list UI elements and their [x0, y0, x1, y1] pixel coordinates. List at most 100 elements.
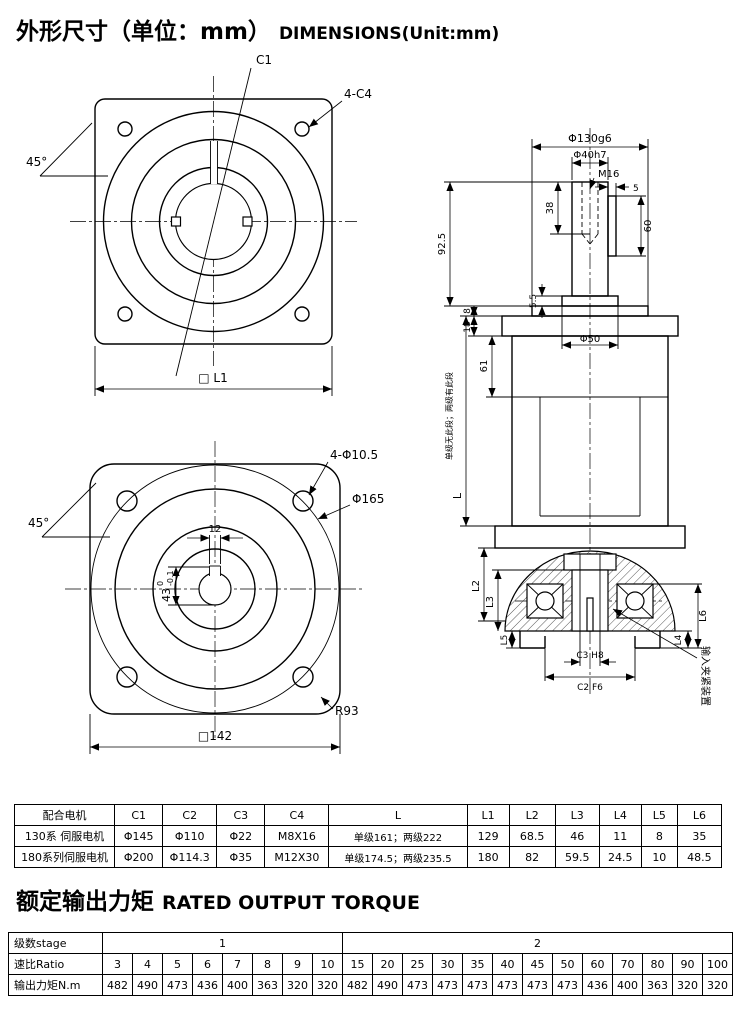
- front-view-output-flange: C1 4-C4 45° □ L1: [26, 53, 372, 396]
- dim-label-d40h7: Φ40h7: [573, 150, 606, 161]
- dim-value-cell: Φ114.3: [162, 846, 218, 868]
- dim-value-cell: 82: [508, 846, 556, 868]
- dim-col-header: C3: [216, 804, 266, 826]
- torque-cell: 363: [642, 974, 673, 996]
- ratio-cell: 10: [312, 953, 343, 975]
- flange-boss-circle: [102, 110, 325, 333]
- spigot-circle: [152, 526, 278, 652]
- dim-value-cell: 48.5: [676, 846, 723, 868]
- dim-col-header: L3: [554, 804, 600, 826]
- dim-label-m16: M16: [598, 169, 619, 180]
- dim-label-43-upper: 0: [156, 581, 165, 586]
- dim-value-cell: 59.5: [554, 846, 600, 868]
- ratio-cell: 6: [192, 953, 223, 975]
- dim-value-cell: 10: [640, 846, 678, 868]
- torque-cell: 320: [672, 974, 703, 996]
- stage-cell: 1: [102, 932, 343, 954]
- dim-label-12: 12: [209, 524, 222, 535]
- dimension-lines: [444, 139, 702, 681]
- torque-cell: 400: [222, 974, 253, 996]
- torque-cell: 490: [132, 974, 163, 996]
- torque-cell: 473: [462, 974, 493, 996]
- ratio-row-label: 速比Ratio: [8, 953, 103, 975]
- dim-label-d130g6: Φ130g6: [568, 132, 612, 145]
- dim-label-l: L: [451, 492, 464, 499]
- dim-label-43-tol: 43 0 -0.1: [156, 570, 175, 602]
- dim-label-92-5: 92.5: [437, 233, 448, 255]
- dim-value-cell: 单级161；两级222: [328, 825, 468, 847]
- ratio-cell: 20: [372, 953, 403, 975]
- dimension-lines: [39, 67, 343, 396]
- torque-cell: 400: [612, 974, 643, 996]
- ratio-cell: 60: [582, 953, 613, 975]
- dim-col-header: C1: [114, 804, 164, 826]
- ratio-cell: 4: [132, 953, 163, 975]
- clamp-notch-left: [170, 216, 182, 227]
- dim-value-cell: 24.5: [598, 846, 642, 868]
- internal-gear-lines: [539, 397, 641, 517]
- ratio-cell: 50: [552, 953, 583, 975]
- dim-label-l4: L4: [674, 634, 684, 645]
- dim-col-header: L2: [508, 804, 556, 826]
- dim-label-5-5: 5.5: [529, 294, 539, 308]
- motor-model-cell: 130系 伺服电机: [13, 825, 116, 847]
- torque-cell: 473: [522, 974, 553, 996]
- ratio-cell: 80: [642, 953, 673, 975]
- torque-cell: 482: [342, 974, 373, 996]
- front-view-input-flange: 4-Φ10.5 Φ165 45° R93 □142 12 43 0 -0.1: [28, 441, 384, 754]
- dimension-drawings: C1 4-C4 45° □ L1: [26, 53, 712, 754]
- dim-label-8: 8: [463, 308, 473, 314]
- torque-cell: 320: [282, 974, 313, 996]
- dim-value-cell: 单级174.5；两级235.5: [328, 846, 468, 868]
- input-spigot-recess: [519, 631, 661, 649]
- ratio-cell: 3: [102, 953, 133, 975]
- dim-label-61: 61: [479, 360, 490, 373]
- dim-col-header: L6: [676, 804, 723, 826]
- dim-label-18: 18: [463, 321, 473, 333]
- dim-label-60: 60: [643, 220, 654, 233]
- dim-value-cell: Φ110: [162, 825, 218, 847]
- flange-outline: [89, 463, 341, 715]
- dim-col-header: 配合电机: [13, 804, 116, 826]
- dim-label-45deg-top: 45°: [26, 155, 47, 169]
- torque-cell: 490: [372, 974, 403, 996]
- corner-bolt-holes: [117, 121, 310, 322]
- dim-label-4-c4: 4-C4: [344, 87, 372, 101]
- ratio-cell: 100: [701, 953, 734, 975]
- dim-col-header: L: [328, 804, 468, 826]
- dim-label-d165: Φ165: [352, 492, 384, 506]
- input-shaft-hole-with-keyway: [198, 565, 232, 606]
- m16-tapped-hole: [581, 182, 599, 245]
- dim-value-cell: Φ200: [114, 846, 164, 868]
- torque-cell: 320: [312, 974, 343, 996]
- section2-title: 额定输出力矩 RATED OUTPUT TORQUE: [16, 882, 750, 916]
- dim-value-cell: 129: [466, 825, 510, 847]
- corner-bolt-holes: [116, 490, 314, 688]
- torque-cell: 482: [102, 974, 133, 996]
- clamp-slit: [210, 141, 218, 184]
- clamp-notch-right: [242, 216, 253, 227]
- ratio-cell: 30: [432, 953, 463, 975]
- dim-label-5: 5: [633, 184, 639, 194]
- dim-value-cell: 11: [598, 825, 642, 847]
- ratio-cell: 70: [612, 953, 643, 975]
- spigot-circle: [130, 138, 297, 305]
- dim-value-cell: Φ145: [114, 825, 164, 847]
- stage-cell: 2: [341, 932, 734, 954]
- ratio-cell: 25: [402, 953, 433, 975]
- dim-value-cell: M12X30: [264, 846, 330, 868]
- dim-label-4-d10-5: 4-Φ10.5: [330, 448, 378, 462]
- torque-cell: 473: [492, 974, 523, 996]
- dim-col-header: C2: [162, 804, 218, 826]
- dimension-lines: [41, 461, 351, 754]
- dim-label-c2f6: C2 F6: [577, 683, 603, 693]
- bearing-left: [526, 583, 564, 619]
- dim-label-l2: L2: [471, 580, 482, 592]
- torque-cell: 473: [432, 974, 463, 996]
- dim-label-142: □142: [198, 729, 232, 743]
